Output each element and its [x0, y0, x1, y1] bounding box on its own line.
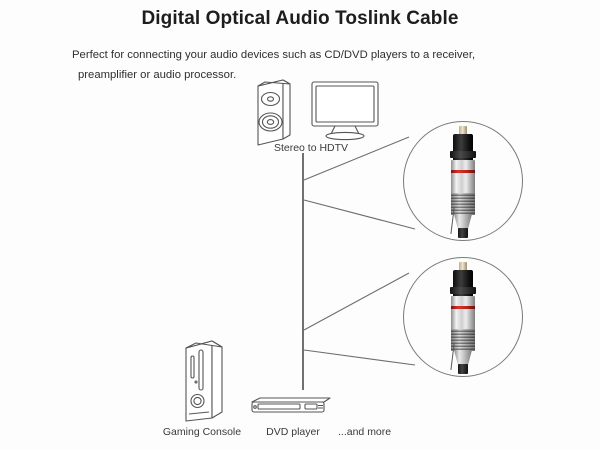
connector-barrel	[451, 160, 475, 194]
fiber-tip	[459, 126, 467, 135]
fiber-tip	[459, 262, 467, 271]
description-line-1: Perfect for connecting your audio device…	[72, 49, 476, 61]
label-dvd-player: DVD player	[266, 426, 320, 438]
toslink-connector-image	[448, 126, 478, 238]
speaker-icon	[257, 79, 291, 146]
connector-grip	[451, 329, 475, 351]
dvd-player-icon	[251, 397, 331, 413]
connector-barrel	[451, 296, 475, 330]
label-stereo-to-hdtv: Stereo to HDTV	[273, 142, 349, 154]
connector-grip	[451, 193, 475, 215]
red-accent-ring	[451, 306, 475, 309]
connector-head	[450, 270, 476, 297]
page-title: Digital Optical Audio Toslink Cable	[141, 8, 459, 29]
toslink-connector-top-callout	[403, 121, 523, 241]
toslink-connector-image	[448, 262, 478, 374]
connector-boot	[458, 364, 468, 374]
label-gaming-console: Gaming Console	[162, 426, 242, 438]
connector-boot	[458, 228, 468, 238]
connector-head	[450, 134, 476, 161]
red-accent-ring	[451, 170, 475, 173]
label-and-more: ...and more	[338, 426, 392, 438]
gaming-console-icon	[185, 340, 223, 422]
connector-taper	[454, 214, 472, 229]
toslink-connector-bottom-callout	[403, 257, 523, 377]
description-line-2: preamplifier or audio processor.	[78, 69, 237, 81]
leader-lines	[303, 136, 416, 366]
hdtv-icon	[311, 81, 379, 141]
connector-taper	[454, 350, 472, 365]
